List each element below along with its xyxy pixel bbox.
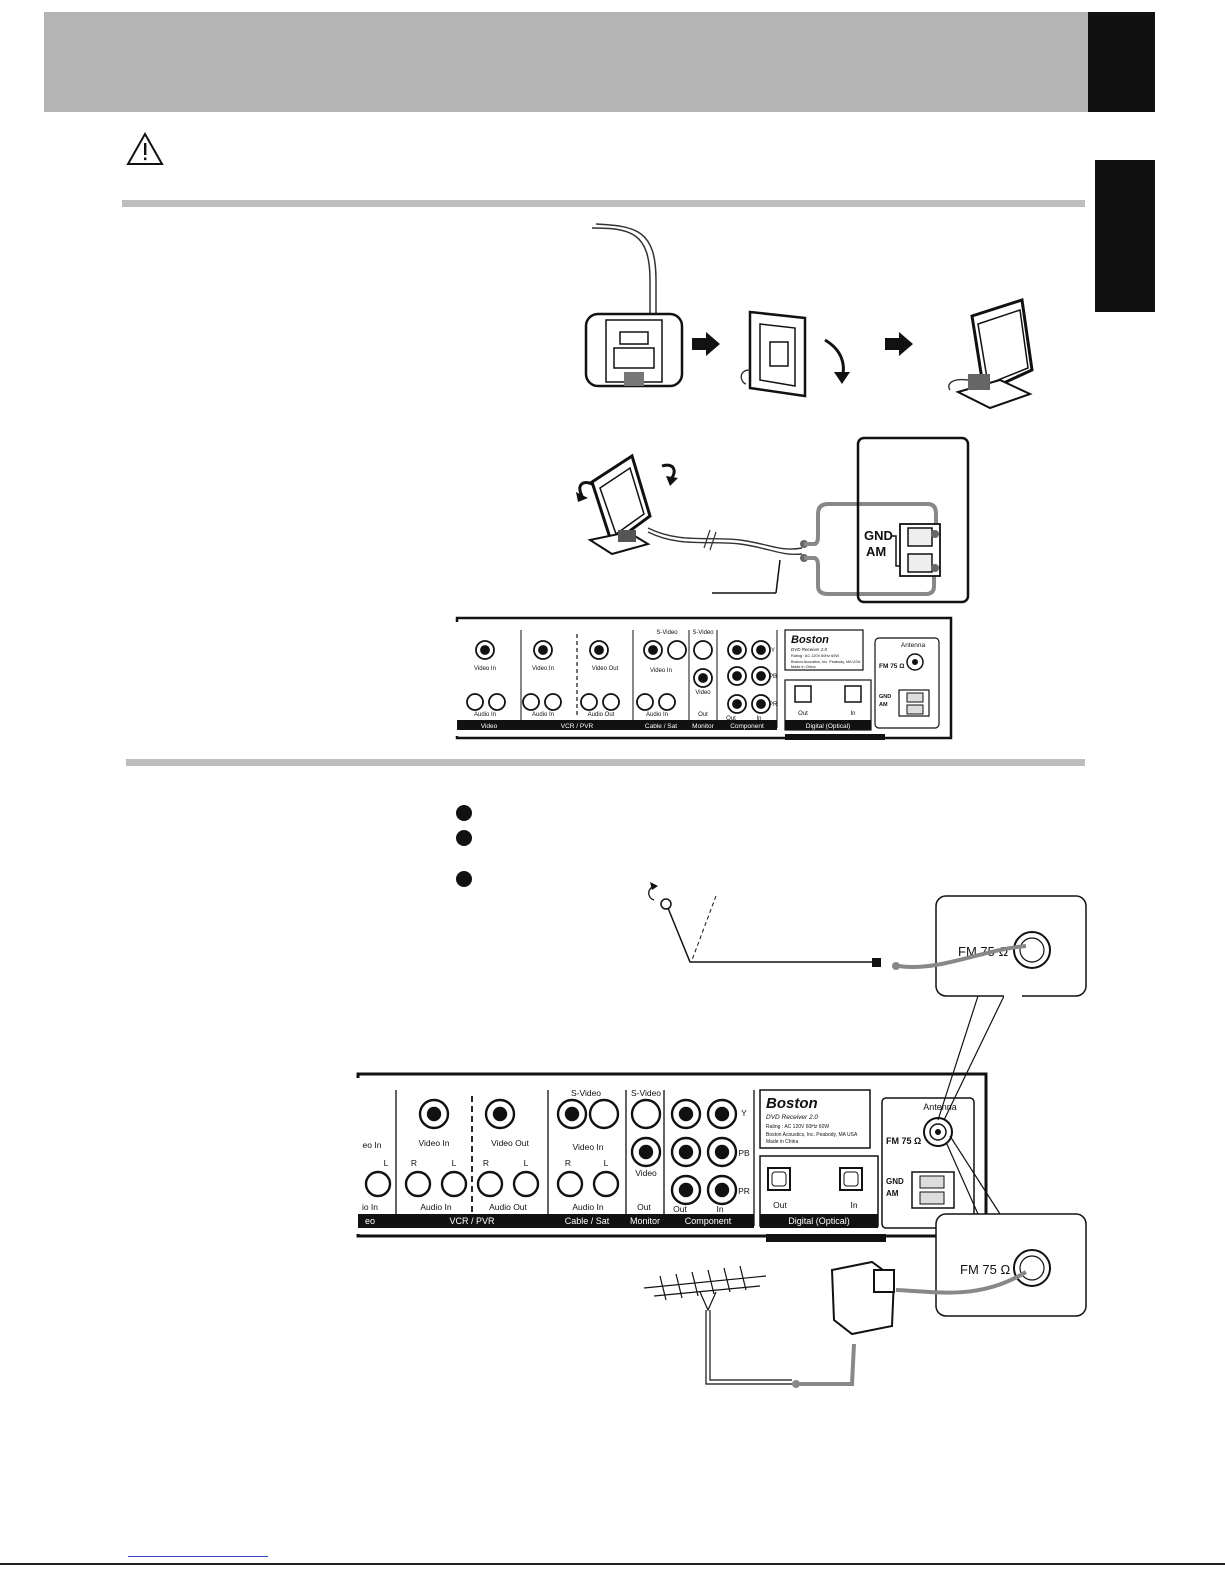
large-cable-audio-in: Audio In (572, 1202, 603, 1212)
side-language-tab (1095, 160, 1155, 312)
large-vcr-video-out: Video Out (491, 1138, 529, 1148)
section-rule-am (122, 200, 1085, 207)
fm-wire-antenna-illustration (648, 882, 881, 967)
large-maker: Boston Acoustics, Inc. Peabody, MA USA (766, 1132, 858, 1138)
large-section-cable: Cable / Sat (565, 1216, 610, 1226)
large-cable-video-in: Video In (572, 1142, 603, 1152)
small-comp-in: In (756, 716, 761, 722)
large-gnd-label: GND (886, 1177, 904, 1186)
small-comp-pb: PB (769, 674, 777, 680)
large-l3: L (604, 1158, 609, 1168)
large-vcr-video-in: Video In (418, 1138, 449, 1148)
large-r3: R (565, 1158, 571, 1168)
large-rating: Rating : AC 120V 60Hz 60W (766, 1124, 829, 1130)
small-rating: Rating : AC 120V 60Hz 60W (791, 654, 839, 658)
large-section-vcr: VCR / PVR (449, 1216, 495, 1226)
large-brand: Boston (766, 1095, 818, 1112)
large-comp-y: Y (741, 1108, 747, 1118)
large-antenna-label: Antenna (923, 1102, 957, 1112)
large-model: DVD Receiver 2.0 (766, 1114, 818, 1121)
small-audio-in-3: Audio In (646, 712, 668, 718)
small-monitor-out: Out (698, 712, 708, 718)
small-digital-in: In (850, 711, 855, 717)
small-section-cable: Cable / Sat (645, 723, 677, 730)
large-fm-label: FM 75 Ω (886, 1136, 921, 1146)
large-l0: L (384, 1158, 389, 1168)
large-video-in-cut: eo In (363, 1140, 382, 1150)
footer-line (0, 1563, 1225, 1565)
rear-panel-large: eo VCR / PVR Cable / Sat Monitor Compone… (356, 1072, 988, 1242)
rear-panel-small: Video VCR / PVR Cable / Sat Monitor Comp… (455, 616, 953, 740)
small-comp-pr: PR (769, 702, 778, 708)
step-1-marker (456, 805, 472, 821)
header-tab (1088, 12, 1155, 112)
small-antenna-label: Antenna (901, 642, 926, 649)
large-origin: Made in China (766, 1139, 798, 1145)
small-am-label: AM (879, 702, 888, 708)
small-s-video-1: S-Video (656, 630, 678, 636)
warning-icon (126, 131, 164, 165)
large-digital-in: In (850, 1200, 857, 1210)
small-s-video-2: S-Video (692, 630, 714, 636)
large-s-video-2: S-Video (631, 1088, 661, 1098)
large-s-video-1: S-Video (571, 1088, 601, 1098)
small-origin: Made in China (791, 665, 816, 669)
large-l2: L (524, 1158, 529, 1168)
footer-link-underline (128, 1556, 268, 1557)
large-digital-out: Out (773, 1200, 787, 1210)
large-vcr-audio-out: Audio Out (489, 1202, 527, 1212)
small-video-in-1: Video In (474, 666, 496, 672)
large-section-monitor: Monitor (630, 1216, 660, 1226)
section-rule-fm (126, 759, 1085, 766)
small-video-out: Video Out (592, 666, 619, 672)
large-am-label: AM (886, 1189, 899, 1198)
callout-bottom-fm-label: FM 75 Ω (960, 1262, 1010, 1277)
large-comp-out: Out (673, 1204, 687, 1214)
large-audio-in-cut: io In (362, 1202, 378, 1212)
small-model: DVD Receiver 2.0 (791, 647, 828, 652)
header-band (44, 12, 1088, 112)
large-comp-pr: PR (738, 1186, 750, 1196)
small-audio-in-1: Audio In (474, 712, 496, 718)
step-2-marker (456, 830, 472, 846)
large-monitor-out: Out (637, 1202, 651, 1212)
small-video-in-2: Video In (532, 666, 554, 672)
terminal-gnd-label: GND (864, 528, 893, 543)
large-section-digital: Digital (Optical) (788, 1216, 850, 1226)
small-section-monitor: Monitor (692, 723, 715, 730)
large-section-cut: eo (365, 1216, 375, 1226)
large-comp-pb: PB (738, 1148, 750, 1158)
large-vcr-audio-in: Audio In (420, 1202, 451, 1212)
small-comp-y: Y (771, 648, 775, 654)
am-antenna-connection-illustration: GND AM (576, 436, 970, 604)
small-section-component: Component (730, 723, 764, 730)
large-comp-in: In (716, 1204, 723, 1214)
large-r2: R (483, 1158, 489, 1168)
large-l1: L (452, 1158, 457, 1168)
large-monitor-video: Video (635, 1168, 657, 1178)
small-fm-label: FM 75 Ω (879, 663, 904, 670)
large-section-component: Component (685, 1216, 732, 1226)
terminal-am-label: AM (866, 544, 886, 559)
small-audio-out: Audio Out (588, 712, 615, 718)
small-gnd-label: GND (879, 694, 891, 700)
small-brand: Boston (791, 634, 829, 646)
small-section-digital: Digital (Optical) (806, 723, 850, 730)
small-comp-out: Out (726, 716, 736, 722)
small-digital-out: Out (798, 711, 808, 717)
small-maker: Boston Acoustics, Inc. Peabody, MA USA (791, 660, 861, 664)
small-section-vcr: VCR / PVR (561, 723, 594, 730)
small-section-video: Video (481, 723, 498, 730)
large-r1: R (411, 1158, 417, 1168)
step-3-marker (456, 871, 472, 887)
am-antenna-assembly-illustration (584, 223, 1034, 410)
small-audio-in-2: Audio In (532, 712, 554, 718)
small-monitor-video: Video (695, 690, 711, 696)
small-video-in-3: Video In (650, 668, 672, 674)
